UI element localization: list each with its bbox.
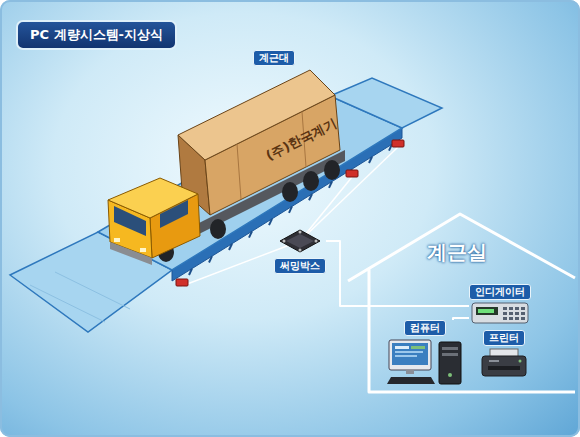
weighbridge-drawing: [8, 46, 450, 337]
title-text: PC 계량시스템-지상식: [16, 20, 177, 50]
summing-box: 써밍박스: [274, 226, 326, 274]
computer: 컴퓨터: [387, 320, 463, 386]
indicator-icon: [471, 302, 529, 324]
part-label: 프린터: [483, 330, 525, 346]
part-label: 인디게이터: [469, 284, 531, 300]
truck: [108, 70, 345, 265]
printer: 프린터: [480, 330, 528, 378]
indicator: 인디게이터: [469, 284, 531, 324]
signal-cable: [453, 318, 469, 320]
room-label: 계근실: [427, 240, 487, 264]
title-plate: PC 계량시스템-지상식: [16, 20, 177, 50]
printer-icon: [480, 348, 528, 378]
summing-box-icon: [278, 226, 322, 256]
computer-icon: [387, 338, 463, 386]
part-label: 컴퓨터: [404, 320, 446, 336]
part-label: 써밍박스: [274, 258, 326, 274]
control-room: 계근실인디게이터 컴퓨터 프린터: [343, 208, 579, 398]
weighbridge: 계근대: [8, 46, 450, 337]
part-label: 계근대: [253, 50, 295, 66]
